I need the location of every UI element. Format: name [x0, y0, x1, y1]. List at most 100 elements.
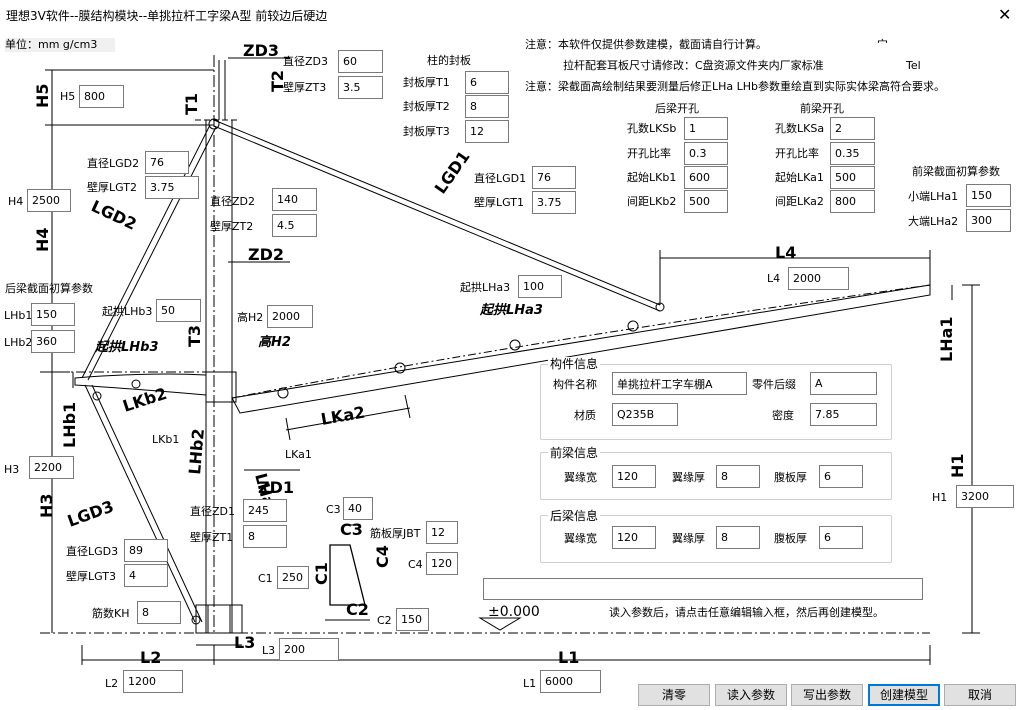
input-JBT[interactable]	[426, 521, 458, 544]
member-name-input[interactable]	[612, 372, 747, 395]
input-H3[interactable]	[29, 456, 74, 479]
note-3: 注意：梁截面高绘制结果要测量后修正LHa LHb参数重绘直到实际实体梁高符合要求…	[525, 80, 946, 93]
write-params-button[interactable]: 写出参数	[791, 684, 863, 706]
dim-H1: H1	[948, 453, 967, 478]
input-LGT1[interactable]	[532, 191, 576, 214]
dim-LKb1: LKb1	[152, 433, 179, 446]
dim-zero: ±0.000	[488, 604, 540, 620]
input-LKa2[interactable]	[830, 190, 875, 213]
rear-flange-thick-label: 翼缘厚	[672, 532, 705, 545]
input-LHb1[interactable]	[31, 303, 75, 326]
input-L2[interactable]	[123, 670, 183, 693]
title-bar: 理想3V软件--膜结构模块--单挑拉杆工字梁A型 前较边后硬边 ✕	[0, 0, 1025, 30]
material-input[interactable]	[612, 403, 678, 426]
dim-T1: T1	[182, 93, 201, 115]
input-LGD3[interactable]	[124, 539, 168, 562]
input-L1[interactable]	[540, 670, 601, 693]
input-T3[interactable]	[465, 120, 509, 143]
input-LHb2[interactable]	[31, 330, 75, 353]
label-C3: C3	[326, 503, 341, 516]
clear-button[interactable]: 清零	[638, 684, 710, 706]
input-C2[interactable]	[396, 608, 429, 631]
front-web-thick-label: 腹板厚	[774, 471, 807, 484]
label-ZD2: 直径ZD2	[210, 195, 256, 208]
input-ZT3[interactable]	[338, 76, 383, 99]
dim-LGD3: LGD3	[65, 497, 116, 531]
input-LKa1[interactable]	[830, 166, 875, 189]
input-T2[interactable]	[465, 95, 509, 118]
label-H3: H3	[4, 463, 20, 476]
dim-LHa1: LHa1	[937, 316, 956, 362]
front-beam-title: 前梁信息	[548, 446, 601, 460]
input-C3[interactable]	[343, 497, 373, 520]
input-ZT2[interactable]	[272, 214, 317, 237]
input-H4[interactable]	[27, 189, 71, 212]
section-front-init: 前梁截面初算参数	[912, 165, 1000, 178]
input-T1[interactable]	[465, 71, 509, 94]
input-L4[interactable]	[788, 267, 849, 290]
input-LKSb[interactable]	[684, 117, 728, 140]
input-LHa3[interactable]	[518, 275, 562, 298]
input-ZD1[interactable]	[243, 499, 287, 522]
input-L3[interactable]	[279, 638, 339, 661]
member-suffix-input[interactable]	[810, 372, 877, 395]
front-flange-thick-input[interactable]	[716, 465, 760, 488]
rear-web-thick-input[interactable]	[819, 526, 863, 549]
input-H2[interactable]	[267, 305, 313, 328]
input-LHa1[interactable]	[966, 184, 1011, 207]
input-LKb1[interactable]	[684, 166, 728, 189]
status-field[interactable]	[483, 578, 923, 600]
front-web-thick-input[interactable]	[819, 465, 863, 488]
label-LHb2: LHb2	[4, 336, 33, 349]
input-LHb3[interactable]	[156, 299, 201, 322]
dim-ZD2: ZD2	[248, 245, 284, 264]
input-LKb[interactable]	[684, 142, 728, 165]
note-2: 拉杆配套耳板尺寸请修改：C盘资源文件夹内厂家标准	[563, 59, 824, 72]
dim-L1: L1	[558, 648, 579, 667]
member-info-group	[540, 364, 892, 440]
input-LGD1[interactable]	[532, 166, 576, 189]
label-LGT3: 壁厚LGT3	[66, 570, 116, 583]
label-C2: C2	[377, 614, 392, 627]
dim-LGD1: LGD1	[431, 147, 474, 197]
input-H1[interactable]	[956, 485, 1014, 508]
dim-LHb1: LHb1	[60, 402, 79, 448]
dim-T2: T2	[268, 70, 287, 92]
input-ZD2[interactable]	[272, 188, 317, 211]
input-ZD3[interactable]	[338, 50, 383, 73]
front-flange-thick-label: 翼缘厚	[672, 471, 705, 484]
input-C1[interactable]	[277, 566, 309, 589]
input-LHa2[interactable]	[966, 209, 1011, 232]
input-ZT1[interactable]	[243, 525, 287, 548]
label-T2: 封板厚T2	[403, 100, 450, 113]
input-C4[interactable]	[426, 552, 458, 575]
input-LKSa[interactable]	[830, 117, 875, 140]
front-flange-width-input[interactable]	[612, 465, 656, 488]
rear-flange-width-input[interactable]	[612, 526, 656, 549]
input-KH[interactable]	[137, 601, 181, 624]
label-ZD3: 直径ZD3	[283, 55, 329, 68]
input-LGD2[interactable]	[145, 151, 189, 174]
label-LGD2: 直径LGD2	[87, 157, 140, 170]
material-label: 材质	[574, 409, 596, 422]
rear-flange-thick-input[interactable]	[716, 526, 760, 549]
rear-web-thick-label: 腹板厚	[774, 532, 807, 545]
cancel-button[interactable]: 取消	[944, 684, 1016, 706]
input-H5[interactable]	[79, 85, 124, 108]
label-KH: 筋数KH	[92, 607, 130, 620]
input-LGT2[interactable]	[145, 176, 199, 199]
close-icon[interactable]: ✕	[998, 5, 1012, 24]
create-model-button[interactable]: 创建模型	[868, 684, 940, 706]
label-L3: L3	[262, 644, 276, 657]
read-params-button[interactable]: 读入参数	[715, 684, 787, 706]
dim-LGD2: LGD2	[88, 196, 139, 233]
input-LKa[interactable]	[830, 142, 875, 165]
dim-LHb2: LHb2	[185, 428, 208, 476]
label-LHb3: 起拱LHb3	[102, 305, 153, 318]
input-LGT3[interactable]	[124, 564, 168, 587]
dim-T3: T3	[185, 325, 204, 347]
front-flange-width-label: 翼缘宽	[564, 471, 597, 484]
input-LKb2[interactable]	[684, 190, 728, 213]
density-input[interactable]	[810, 403, 877, 426]
dim-LHa3: 起拱LHa3	[479, 302, 543, 318]
